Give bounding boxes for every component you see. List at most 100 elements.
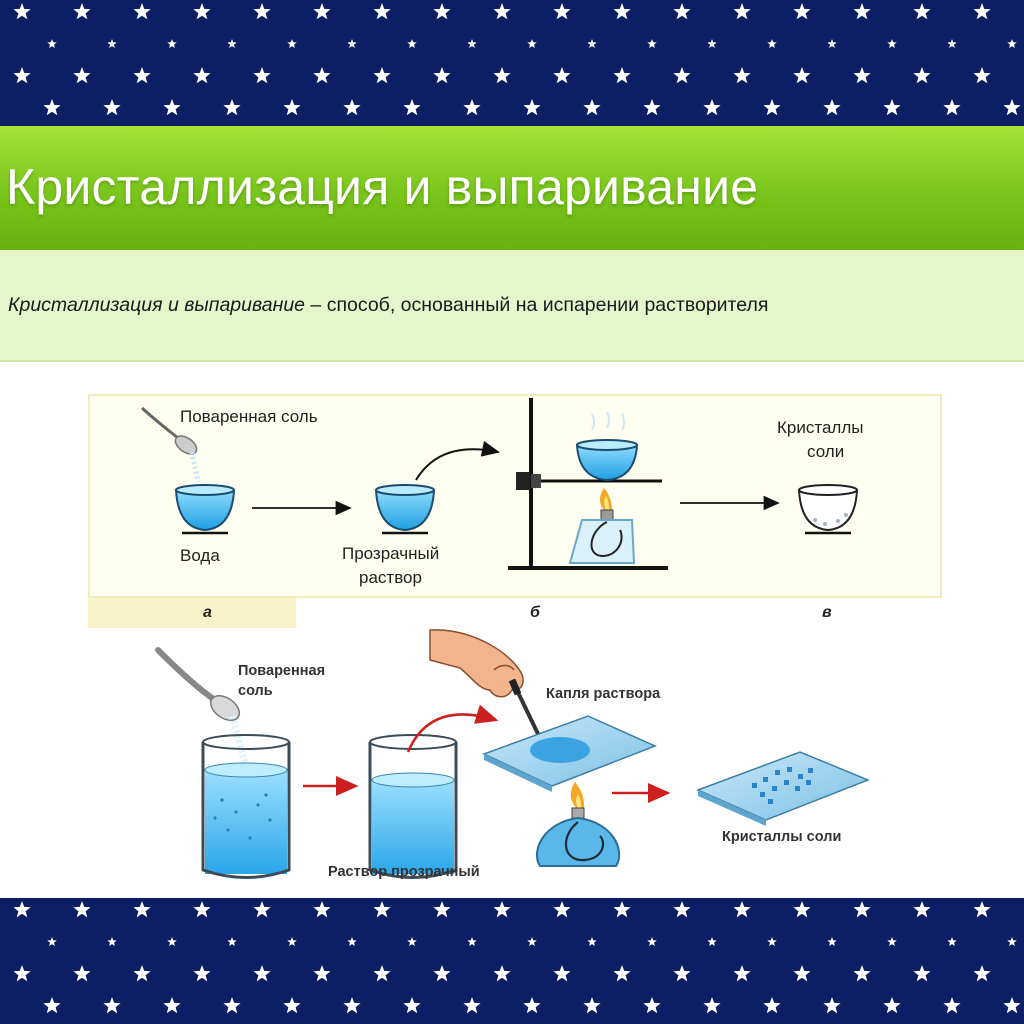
spoon-icon xyxy=(140,406,201,483)
star-shape xyxy=(827,937,837,946)
salt-label: Поваренная соль xyxy=(180,407,318,426)
definition-bar xyxy=(0,250,1024,362)
star-shape xyxy=(73,3,91,20)
star-shape xyxy=(287,39,297,48)
star-shape xyxy=(553,3,571,20)
star-shape xyxy=(673,901,691,918)
star-shape xyxy=(613,901,631,918)
star-shape xyxy=(253,965,271,982)
star-shape xyxy=(13,901,31,918)
star-shape xyxy=(793,901,811,918)
water-label: Вода xyxy=(180,546,220,565)
star-shape xyxy=(613,3,631,20)
star-shape xyxy=(193,3,211,20)
star-shape xyxy=(707,937,717,946)
star-shape xyxy=(407,39,417,48)
star-shape xyxy=(523,997,541,1014)
definition-text: Кристаллизация и выпаривание – способ, о… xyxy=(8,294,768,317)
star-shape xyxy=(673,3,691,20)
panel-letter-b: б xyxy=(530,604,540,621)
arrow-icon xyxy=(415,440,500,481)
star-shape xyxy=(947,937,957,946)
star-shape xyxy=(43,997,61,1014)
star-shape xyxy=(103,99,121,116)
star-shape xyxy=(493,3,511,20)
star-shape xyxy=(527,39,537,48)
star-shape xyxy=(313,3,331,20)
star-shape xyxy=(1003,997,1021,1014)
arrow-icon xyxy=(406,704,499,753)
star-shape xyxy=(253,3,271,20)
bottom-crystals-label: Кристаллы соли xyxy=(722,829,842,845)
star-shape xyxy=(73,901,91,918)
star-shape xyxy=(583,997,601,1014)
star-shape xyxy=(47,39,57,48)
star-shape xyxy=(763,997,781,1014)
star-shape xyxy=(887,937,897,946)
hand-icon xyxy=(429,629,542,739)
glass-slide-icon xyxy=(696,751,871,826)
beaker-icon xyxy=(201,734,291,879)
star-shape xyxy=(467,39,477,48)
star-shape xyxy=(373,67,391,84)
star-shape xyxy=(163,997,181,1014)
crystal-bowl-icon xyxy=(797,484,859,535)
star-shape xyxy=(853,3,871,20)
star-shape xyxy=(227,937,237,946)
star-shape xyxy=(973,3,991,20)
star-shape xyxy=(1007,39,1017,48)
burner-icon xyxy=(568,488,636,564)
burner-icon xyxy=(535,782,621,867)
star-shape xyxy=(73,67,91,84)
star-shape xyxy=(407,937,417,946)
star-shape xyxy=(1003,99,1021,116)
star-shape xyxy=(763,99,781,116)
star-shape xyxy=(133,3,151,20)
star-shape xyxy=(133,67,151,84)
star-shape xyxy=(223,99,241,116)
star-shape xyxy=(13,965,31,982)
star-shape xyxy=(193,67,211,84)
star-shape xyxy=(253,901,271,918)
star-shape xyxy=(767,937,777,946)
panel-letter-v: в xyxy=(822,604,832,621)
star-shape xyxy=(107,937,117,946)
star-shape xyxy=(853,67,871,84)
bottom-salt-label-line1: Поваренная xyxy=(238,663,326,679)
star-shape xyxy=(703,99,721,116)
star-shape xyxy=(313,901,331,918)
star-shape xyxy=(463,99,481,116)
star-shape xyxy=(1007,937,1017,946)
star-shape xyxy=(403,99,421,116)
star-shape xyxy=(287,937,297,946)
glass-slide-icon xyxy=(482,715,657,792)
star-shape xyxy=(587,937,597,946)
star-shape xyxy=(913,67,931,84)
star-shape xyxy=(167,39,177,48)
star-shape xyxy=(523,99,541,116)
star-shape xyxy=(493,67,511,84)
star-shape xyxy=(707,39,717,48)
star-shape xyxy=(133,965,151,982)
star-shape xyxy=(613,67,631,84)
star-shape xyxy=(343,99,361,116)
solution-label-line1: Прозрачный xyxy=(342,544,440,563)
bowl-icon xyxy=(374,484,436,535)
star-shape xyxy=(313,67,331,84)
star-shape xyxy=(793,3,811,20)
star-shape xyxy=(343,997,361,1014)
star-shape xyxy=(913,3,931,20)
star-shape xyxy=(823,997,841,1014)
star-shape xyxy=(223,997,241,1014)
star-shape xyxy=(587,39,597,48)
page-title: Кристаллизация и выпаривание xyxy=(6,159,759,215)
star-shape xyxy=(73,965,91,982)
drop-label: Капля раствора xyxy=(546,686,661,702)
star-shape xyxy=(433,901,451,918)
star-shape xyxy=(583,99,601,116)
star-shape xyxy=(167,937,177,946)
star-shape xyxy=(47,937,57,946)
star-shape xyxy=(733,965,751,982)
star-shape xyxy=(887,39,897,48)
star-shape xyxy=(253,67,271,84)
